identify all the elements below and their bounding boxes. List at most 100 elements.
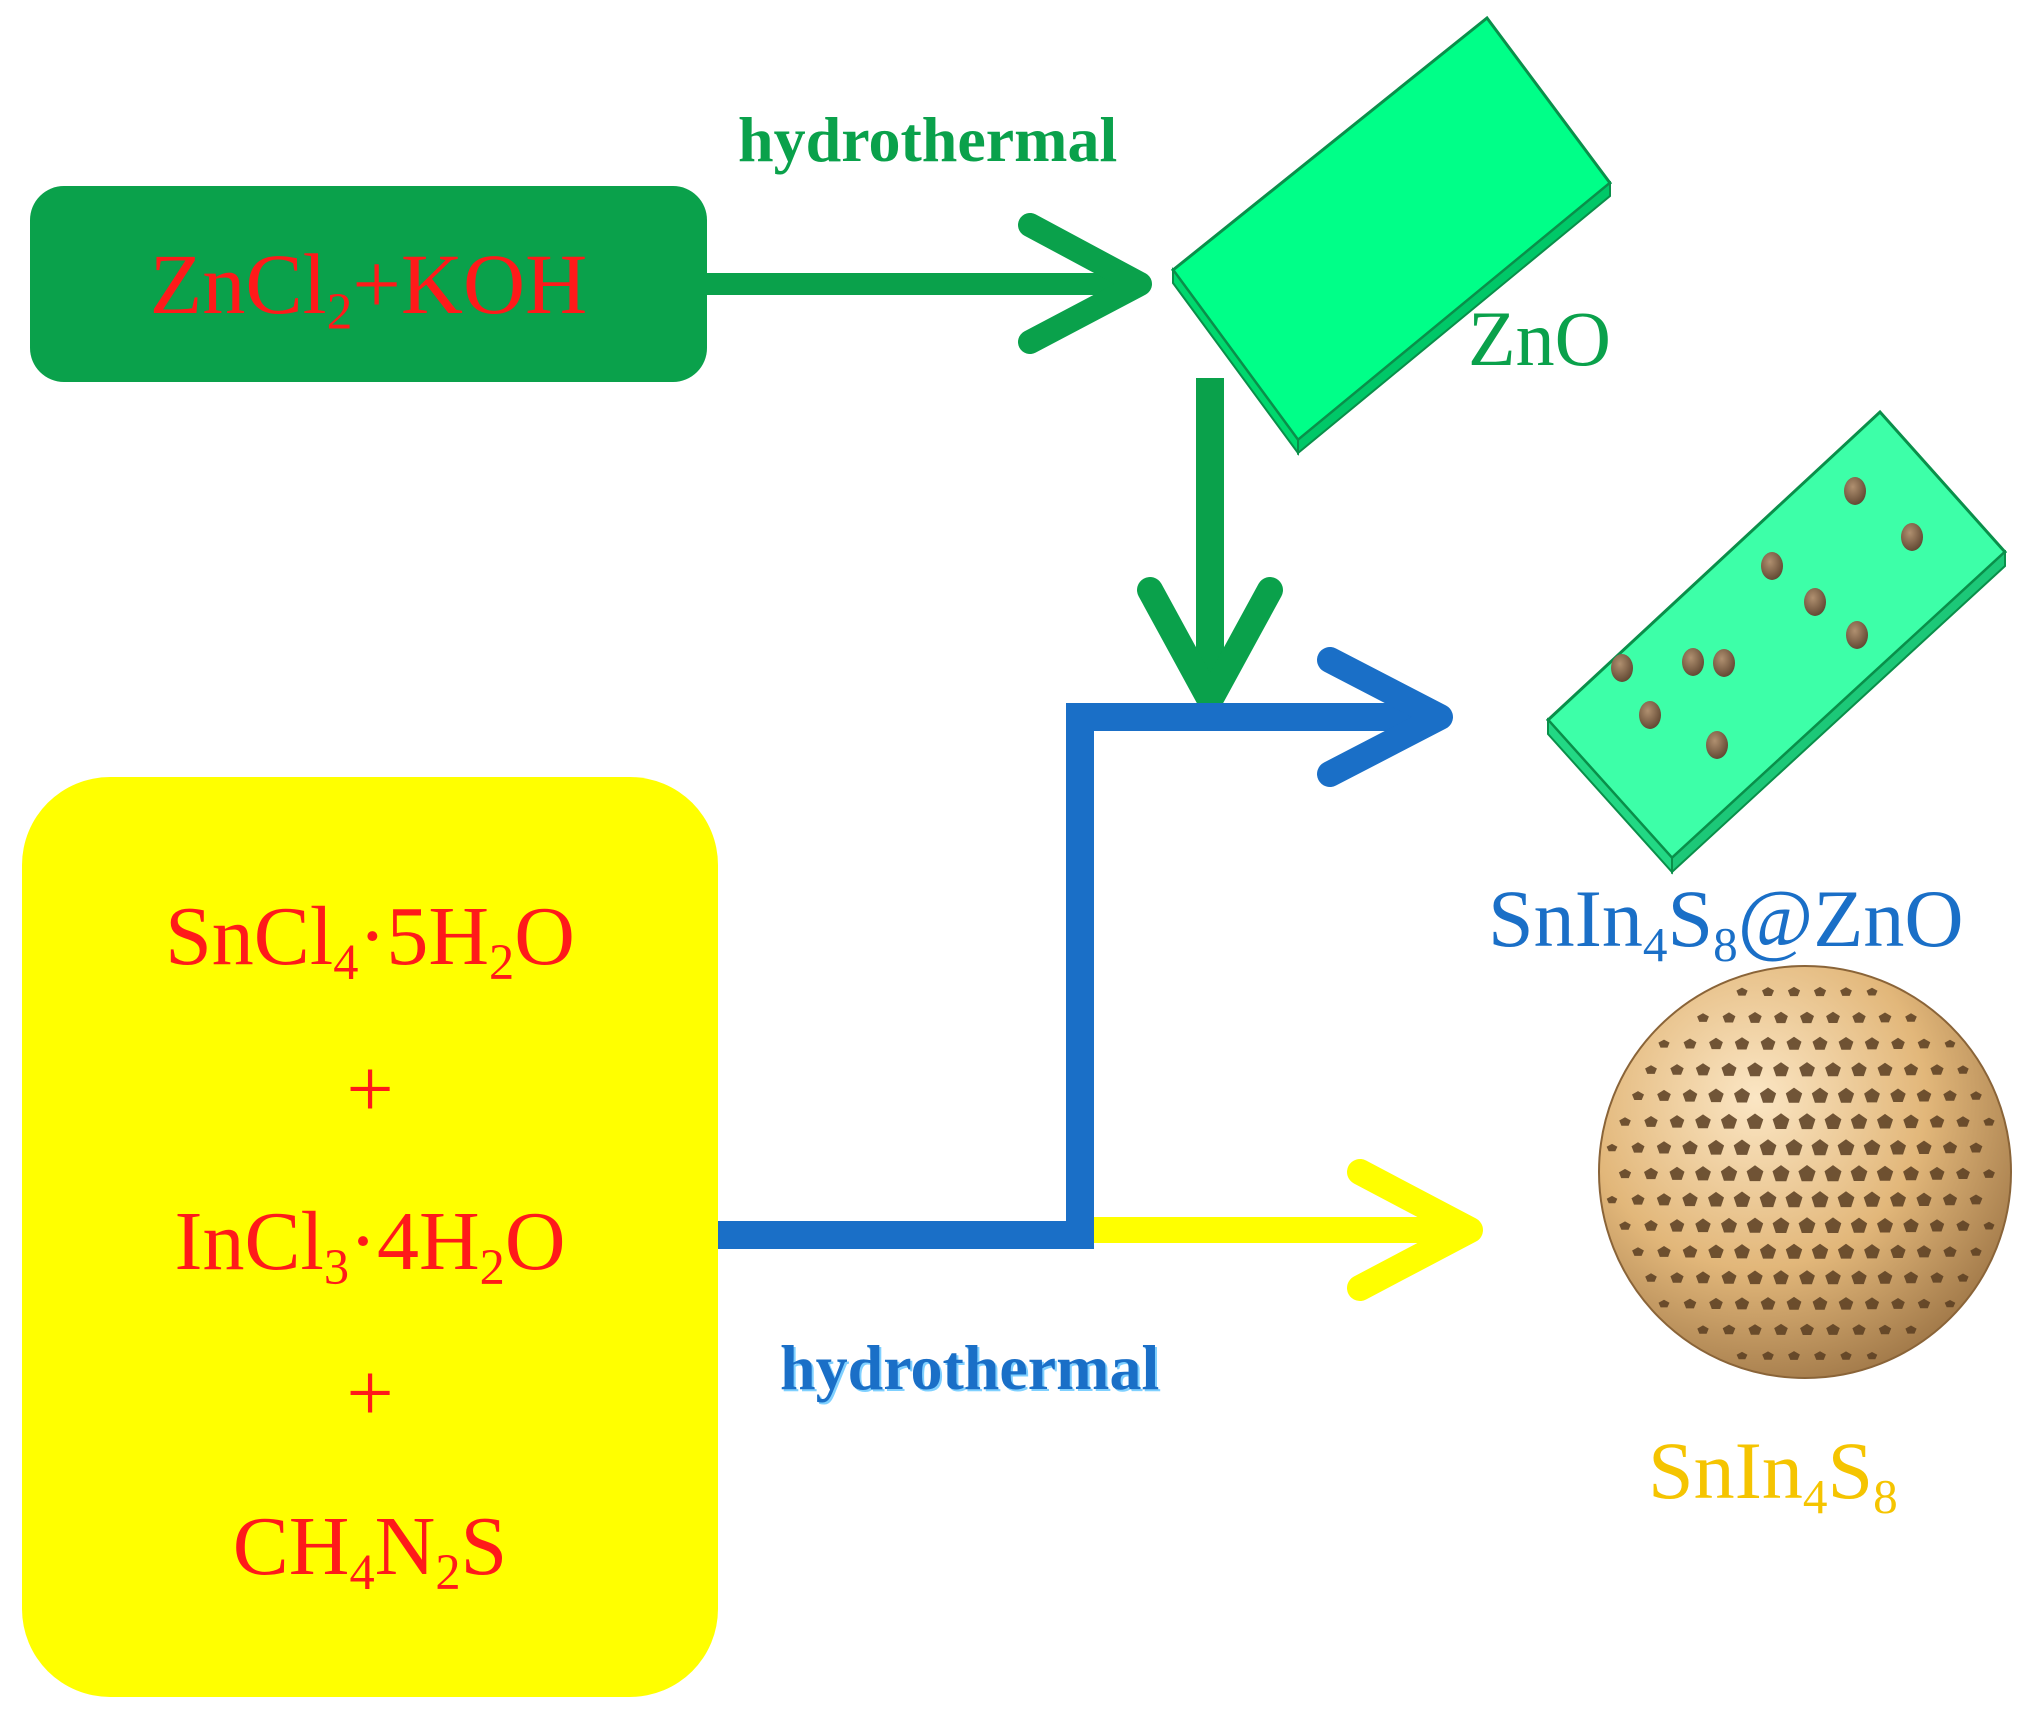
- formula-zncl2-koh: ZnCl2+KOH: [149, 236, 588, 341]
- sphere-pore: [1721, 1217, 1737, 1233]
- arrow-down: [1137, 378, 1283, 713]
- sphere-pore: [1747, 1270, 1763, 1285]
- sphere-pore: [1863, 1139, 1881, 1155]
- sphere-pore: [1969, 1142, 1983, 1153]
- sphere-pore: [1903, 1063, 1919, 1076]
- sphere-pore: [1983, 1221, 1995, 1230]
- sphere-pore: [1916, 1089, 1932, 1102]
- sphere-pore: [1890, 1244, 1906, 1258]
- sphere-pore: [1619, 1117, 1631, 1126]
- porous-sphere-icon: [1598, 965, 2012, 1379]
- sphere-pore: [1734, 1297, 1750, 1310]
- sphere-pore: [1762, 1351, 1774, 1360]
- sphere-pore: [1850, 1113, 1868, 1129]
- sphere-pore: [1708, 1191, 1724, 1207]
- sphere-pore: [1800, 1323, 1814, 1335]
- sphere-pore: [1721, 1270, 1737, 1284]
- sphere-pore: [1759, 1191, 1777, 1208]
- sphere-pore: [1877, 1113, 1893, 1129]
- sphere-pore: [1824, 1113, 1842, 1129]
- sphere-pore: [1891, 1298, 1905, 1309]
- sphere-pore: [1957, 1065, 1969, 1074]
- sphere-pore: [1683, 1038, 1697, 1049]
- plus-sign: +: [346, 1042, 394, 1136]
- sphere-pore: [1890, 1088, 1906, 1102]
- composite-plate-icon: [1545, 409, 2008, 875]
- sphere-pore: [1772, 1165, 1790, 1182]
- sphere-pore: [1746, 1217, 1764, 1233]
- sphere-pore: [1863, 1191, 1881, 1207]
- sphere-pore: [1774, 1323, 1788, 1335]
- sphere-pore: [1759, 1087, 1777, 1103]
- sphere-pore: [1811, 1243, 1829, 1259]
- sphere-pore: [1772, 1113, 1790, 1129]
- sphere-pore: [1631, 1142, 1645, 1153]
- sphere-pore: [1746, 1165, 1764, 1182]
- sphere-pore: [1942, 1141, 1958, 1154]
- sphere-pore: [1606, 1143, 1618, 1152]
- sphere-pore: [1905, 1325, 1917, 1334]
- sphere-pore: [1852, 1012, 1866, 1023]
- sphere-pore: [1786, 1296, 1802, 1310]
- sphere-pore: [1930, 1064, 1944, 1075]
- sphere-pore: [1852, 1324, 1866, 1335]
- sphere-pore: [1814, 1351, 1826, 1360]
- sphere-pore: [1645, 1065, 1657, 1074]
- sphere-pore: [1682, 1245, 1698, 1258]
- sphere-pore: [1800, 1011, 1814, 1024]
- sphere-pore: [1747, 1062, 1763, 1077]
- sphere-pore: [1837, 1139, 1855, 1156]
- sphere-pore: [1734, 1037, 1750, 1050]
- sphere-pore: [1903, 1166, 1919, 1181]
- sphere-pore: [1983, 1169, 1995, 1178]
- sphere-pore: [1645, 1273, 1657, 1282]
- sphere-pore: [1864, 1244, 1880, 1259]
- sphere-pore: [1840, 1351, 1852, 1360]
- sphere-pore: [1917, 1038, 1931, 1049]
- sphere-pore: [1825, 1270, 1841, 1285]
- sphere-pore: [1983, 1117, 1995, 1126]
- sphere-pore: [1905, 1013, 1917, 1022]
- sphere-pore: [1812, 1036, 1828, 1050]
- sphere-pore: [1930, 1272, 1944, 1283]
- sphere-pore: [1644, 1167, 1658, 1180]
- sphere-pore: [1840, 987, 1852, 996]
- sphere-pore: [1759, 1139, 1777, 1156]
- sphere-pore: [1799, 1062, 1815, 1077]
- sphere-pore: [1837, 1087, 1855, 1103]
- sphere-pore: [1826, 1011, 1840, 1023]
- sphere-pore: [1669, 1219, 1685, 1232]
- sphere-pore: [1929, 1219, 1945, 1232]
- sphere-pore: [1891, 1037, 1905, 1049]
- sphere-pore: [1657, 1089, 1671, 1101]
- sphere-pore: [1943, 1246, 1957, 1257]
- sphere-pore: [1878, 1324, 1892, 1335]
- sphere-pore: [1866, 987, 1878, 996]
- sphere-pore: [1788, 1351, 1800, 1360]
- product-label-snin4s8: SnIn4S8: [1648, 1425, 1898, 1524]
- sphere-pore: [1890, 1140, 1906, 1155]
- sphere-pore: [1644, 1116, 1658, 1127]
- sphere-pore: [1670, 1272, 1684, 1283]
- sphere-pore: [1695, 1218, 1711, 1233]
- sphere-pore: [1798, 1217, 1816, 1233]
- sphere-pore: [1736, 987, 1748, 996]
- sphere-pore: [1970, 1247, 1982, 1256]
- product-label-zno: ZnO: [1468, 295, 1611, 382]
- sphere-pore: [1682, 1089, 1698, 1102]
- sphere-pore: [1837, 1191, 1855, 1208]
- sphere-pore: [1720, 1113, 1738, 1129]
- sphere-pore: [1772, 1217, 1790, 1233]
- sphere-pore: [1956, 1167, 1970, 1179]
- sphere-pore: [1709, 1297, 1723, 1309]
- arrow-to-zno: [705, 213, 1152, 354]
- formula-sncl4: SnCl4·5H2O: [165, 890, 575, 991]
- sphere-pore: [1785, 1139, 1803, 1156]
- sphere-pore: [1632, 1247, 1644, 1256]
- sphere-pore: [1943, 1090, 1957, 1101]
- sphere-pore: [1813, 986, 1827, 997]
- sphere-pore: [1916, 1245, 1932, 1258]
- sphere-pore: [1942, 1193, 1958, 1206]
- sphere-pore: [1760, 1036, 1776, 1050]
